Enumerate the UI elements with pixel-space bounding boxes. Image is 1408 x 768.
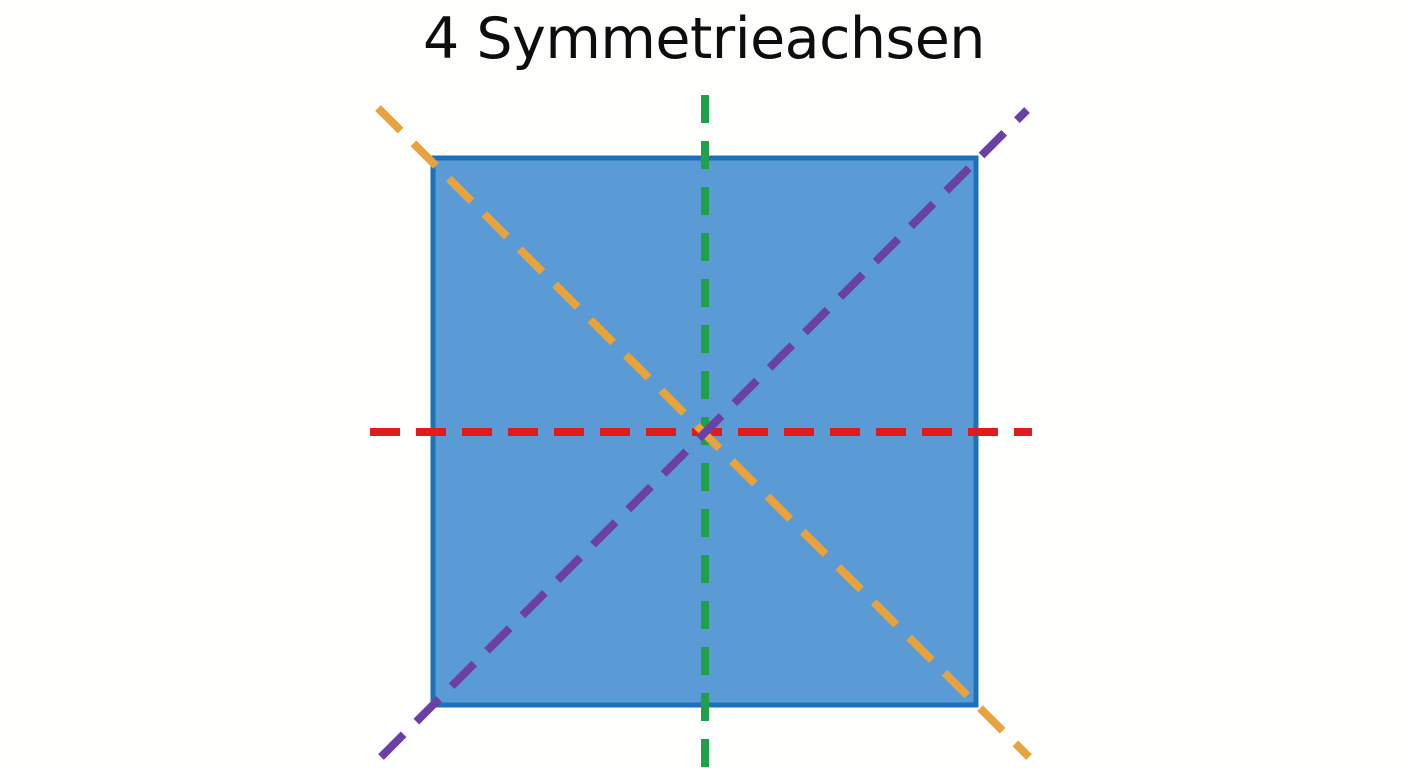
symmetry-axis-diagonal-ascending (378, 107, 1030, 760)
figure-title: 4 Symmetrieachsen (423, 6, 985, 72)
